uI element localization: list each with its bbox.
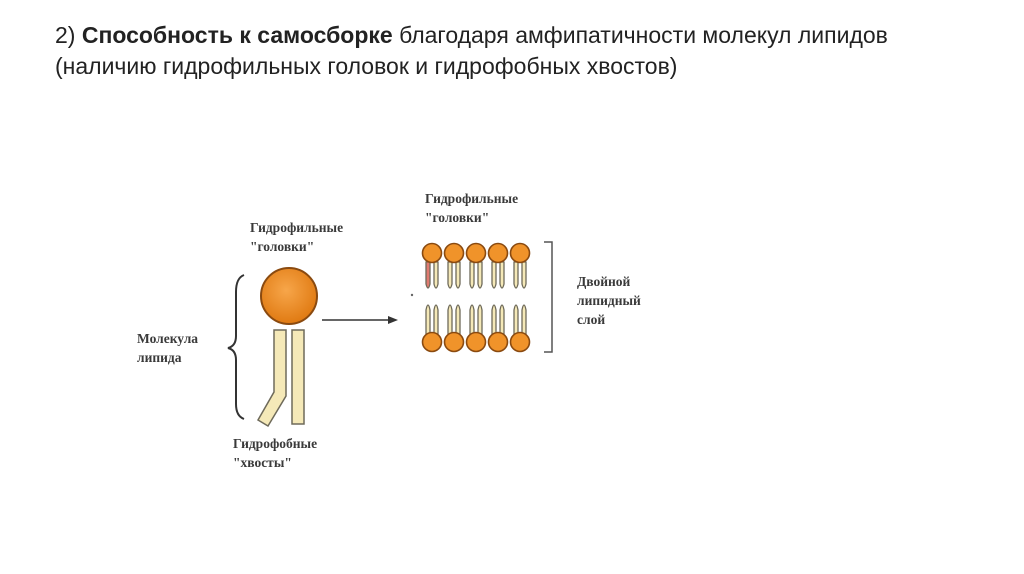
hydrophilic-head [261,268,317,324]
lipid-molecule [258,268,317,426]
dot-mark [411,294,413,296]
bilayer-head [445,333,464,352]
bilayer-head [423,333,442,352]
bilayer-head [489,244,508,263]
bilayer-label-line3: слой [577,310,641,329]
heads-label-left-line2: "головки" [250,237,343,256]
bilayer-label-line2: липидный [577,291,641,310]
heads-label-left: Гидрофильные "головки" [250,218,343,256]
bilayer-lipid-bottom [423,305,442,352]
bilayer-lipid-top [445,244,464,289]
bilayer-label: Двойной липидный слой [577,272,641,329]
bilayer-head [445,244,464,263]
tail-right [292,330,304,424]
tails-label: Гидрофобные "хвосты" [233,434,317,472]
bilayer-lipid-top [489,244,508,289]
bilayer-lipid-bottom [489,305,508,352]
bilayer-lipid-top [467,244,486,289]
bilayer-head [467,333,486,352]
bilayer-bracket [544,242,552,352]
bilayer-head [511,333,530,352]
bilayer-label-line1: Двойной [577,272,641,291]
bilayer-lipid-top [423,244,442,289]
bilayer-lipid-bottom [445,305,464,352]
heads-label-right: Гидрофильные "головки" [425,189,518,227]
heads-label-right-line2: "головки" [425,208,518,227]
bilayer-head [423,244,442,263]
molecule-label-line2: липида [137,348,198,367]
heads-label-right-line1: Гидрофильные [425,189,518,208]
tails-label-line1: Гидрофобные [233,434,317,453]
tails-label-line2: "хвосты" [233,453,317,472]
bilayer-lipid-bottom [511,305,530,352]
bilayer-lipid-bottom [467,305,486,352]
molecule-label: Молекула липида [137,329,198,367]
heads-label-left-line1: Гидрофильные [250,218,343,237]
arrow [322,316,398,324]
lipid-bilayer [423,244,530,352]
bilayer-head [511,244,530,263]
bilayer-lipid-top [511,244,530,289]
bilayer-head [489,333,508,352]
tail-left [258,330,286,426]
molecule-brace [228,275,244,419]
molecule-label-line1: Молекула [137,329,198,348]
bilayer-head [467,244,486,263]
